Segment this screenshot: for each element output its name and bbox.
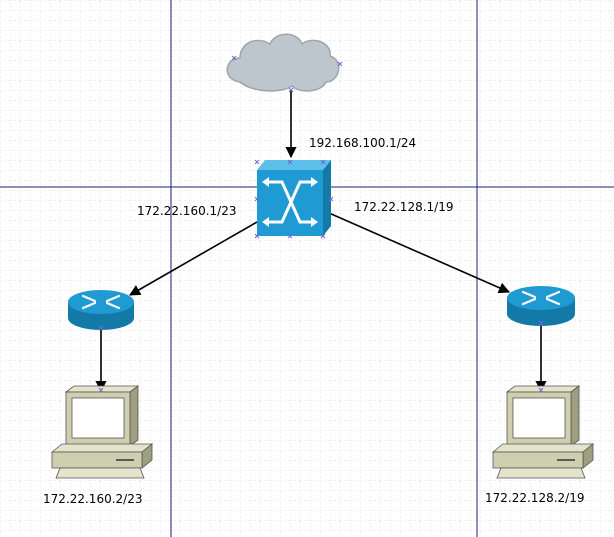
left-host-ip-label: 172.22.160.2/23	[43, 492, 143, 506]
connectors[interactable]	[95, 90, 547, 393]
right-host-ip-label: 172.22.128.2/19	[485, 491, 585, 505]
left-link-ip-label: 172.22.160.1/23	[137, 204, 237, 218]
switch-icon[interactable]	[257, 160, 331, 236]
right-link-ip-label: 172.22.128.1/19	[354, 200, 454, 214]
router-icon[interactable]	[507, 286, 575, 326]
uplink-ip-label: 192.168.100.1/24	[309, 136, 417, 150]
selection-handles	[98, 55, 544, 393]
switch-to-right-router-link	[328, 212, 511, 294]
pc-icon[interactable]	[491, 385, 595, 479]
pc-icon[interactable]	[50, 385, 154, 479]
cloud-icon[interactable]	[226, 33, 340, 92]
switch-to-left-router-link	[129, 221, 258, 296]
router-icon[interactable]	[68, 290, 134, 330]
